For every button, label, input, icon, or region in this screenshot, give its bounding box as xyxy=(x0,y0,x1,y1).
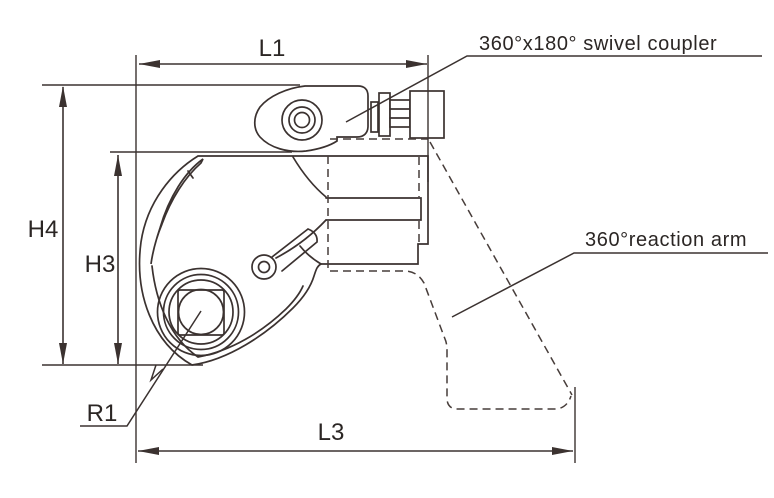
arrowhead-left xyxy=(138,447,159,455)
housing-chamfer-sliver xyxy=(150,158,204,265)
dimension-l3: L3 xyxy=(138,419,573,455)
callout-reaction-arm: 360°reaction arm xyxy=(451,229,768,318)
arrowhead-left xyxy=(139,60,160,68)
wrench-body xyxy=(138,155,429,366)
arrowhead-down xyxy=(59,343,67,364)
reaction-arm-hidden-outline xyxy=(327,138,573,410)
callout-label-reaction-arm: 360°reaction arm xyxy=(585,229,747,251)
reaction-arm-left-edge xyxy=(330,270,572,410)
arrowhead-right xyxy=(406,60,427,68)
reaction-arm-right-edge xyxy=(429,141,573,396)
radius-arrowhead xyxy=(149,364,164,383)
arrowhead-down xyxy=(114,343,122,364)
cylinder-ridge-band xyxy=(325,197,422,221)
drive-ring-outer xyxy=(156,267,246,357)
neck-lower-curve xyxy=(275,219,327,259)
square-drive-bore xyxy=(177,288,225,336)
dimension-label-h4: H4 xyxy=(28,216,59,243)
fitting-nut xyxy=(389,99,411,128)
pivot-pin-outer xyxy=(251,254,277,280)
dimension-h4: H4 xyxy=(28,86,67,364)
quick-coupler-block xyxy=(409,90,445,139)
underside-curl xyxy=(299,245,322,265)
neck-upper-curve xyxy=(292,156,327,198)
arrowhead-right xyxy=(552,447,573,455)
dimension-label-l1: L1 xyxy=(259,35,286,62)
fitting-stem xyxy=(370,101,379,133)
dimension-l1: L1 xyxy=(139,35,427,68)
swivel-port-inner xyxy=(293,111,311,129)
callout-swivel-coupler: 360°x180° swivel coupler xyxy=(345,33,762,123)
dimension-r1: R1 xyxy=(80,310,202,427)
dimension-label-h3: H3 xyxy=(85,251,116,278)
sliver-notch xyxy=(187,170,194,179)
swivel-coupler-assembly xyxy=(253,85,445,153)
pawl-link xyxy=(271,228,318,272)
body-outline xyxy=(138,155,429,366)
dimension-label-l3: L3 xyxy=(318,419,345,446)
arrowhead-up xyxy=(59,86,67,107)
drive-ring-middle xyxy=(162,273,240,351)
arrowhead-up xyxy=(114,155,122,176)
dimension-label-r1: R1 xyxy=(87,400,118,427)
pivot-pin-inner xyxy=(257,260,271,274)
extension-lines xyxy=(42,55,576,463)
drive-ring-inner xyxy=(168,279,234,345)
callout-label-swivel-coupler: 360°x180° swivel coupler xyxy=(479,33,717,55)
dimension-h3: H3 xyxy=(85,155,122,364)
fitting-nut-lines xyxy=(389,108,411,119)
